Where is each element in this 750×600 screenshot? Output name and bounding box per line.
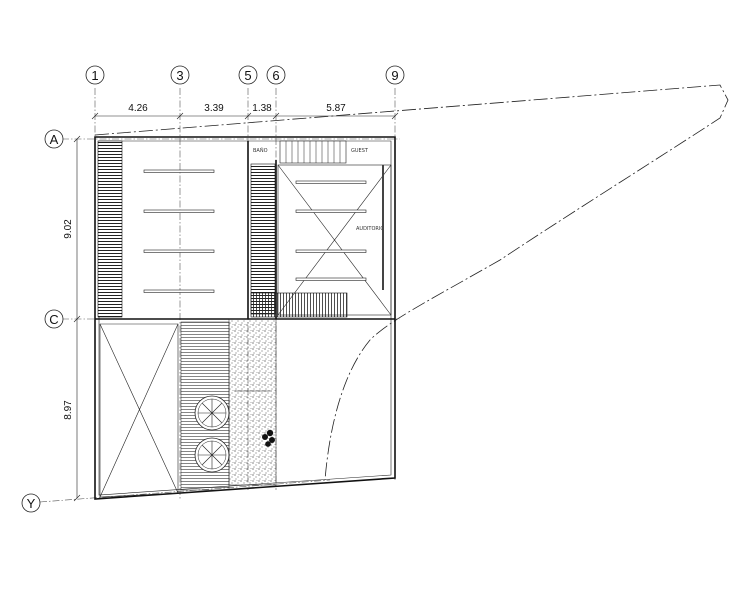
lower-stair [250,292,348,318]
column-marker-6: 6 [266,65,286,85]
shrub-icon [262,429,275,447]
row-marker-c: C [44,309,64,329]
row-label: C [49,312,58,327]
column-label: 1 [91,68,98,83]
round-table-upper [194,395,230,431]
column-label: 5 [244,68,251,83]
row-marker-y: Y [21,493,41,513]
column-marker-3: 3 [170,65,190,85]
column-label: 6 [272,68,279,83]
vertical-dimensions: 9.02 8.97 [63,135,81,502]
room-label-bano: BAÑO [253,147,268,154]
row-markers: A C Y [21,129,64,513]
column-marker-1: 1 [85,65,105,85]
room-label-guest: GUEST [351,148,369,154]
dimension-3-5: 3.39 [204,103,224,114]
column-markers: 1 3 5 6 9 [85,65,405,85]
dimension-a-c: 9.02 [63,219,74,239]
row-marker-a: A [44,129,64,149]
top-stair [279,140,347,164]
horizontal-dimensions: 4.26 3.39 1.38 5.87 [91,103,399,120]
lower-void [99,323,179,498]
column-label: 9 [391,68,398,83]
left-stair-hatch [97,140,123,318]
column-marker-5: 5 [238,65,258,85]
auditorium-seating [295,165,384,290]
hall-benches [143,169,215,293]
central-stair-hatch [250,163,276,315]
site-boundary [94,84,729,481]
dimension-6-9: 5.87 [326,103,346,114]
row-label: A [50,132,59,147]
column-label: 3 [176,68,183,83]
dimension-c-y: 8.97 [63,400,74,420]
auditorium-void [277,164,392,316]
gravel-garden [228,318,277,486]
round-table-lower [194,437,230,473]
dimension-1-3: 4.26 [128,103,148,114]
dimension-5-6: 1.38 [252,103,272,114]
row-label: Y [27,496,36,511]
room-label-auditorio: AUDITORIO [356,226,384,232]
column-marker-9: 9 [385,65,405,85]
